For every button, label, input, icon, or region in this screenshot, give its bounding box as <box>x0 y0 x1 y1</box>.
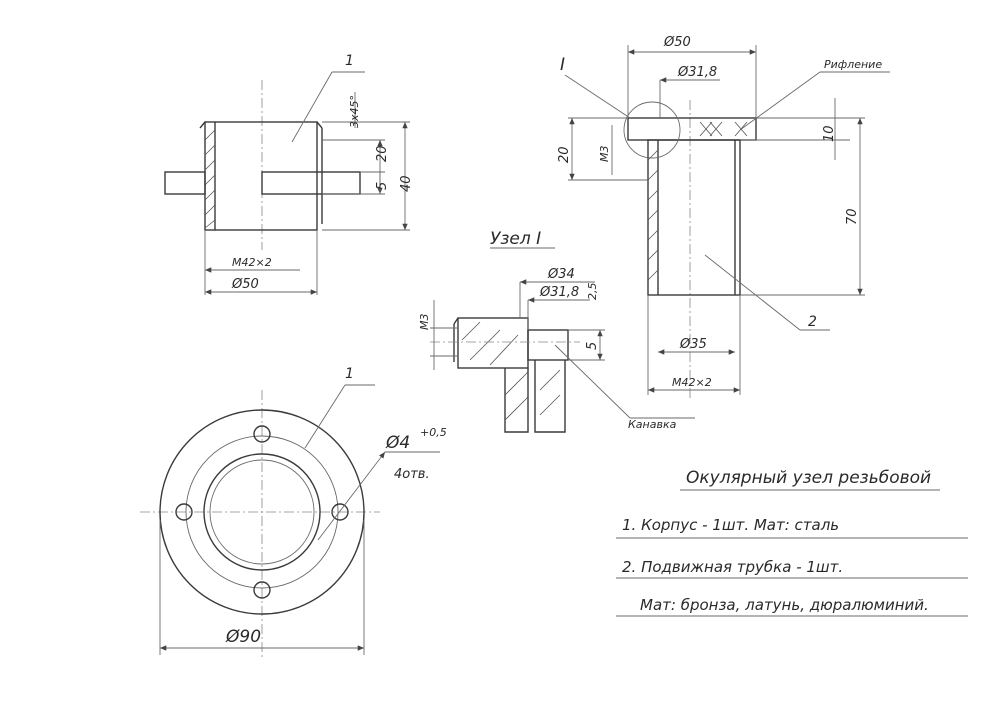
dim-m3-detail: M3 <box>418 314 431 331</box>
dim-chamfer: 3x45° <box>348 95 361 128</box>
dim-20: 20 <box>375 145 390 162</box>
spec-block: Окулярный узел резьбовой 1. Корпус - 1шт… <box>616 468 968 617</box>
spec-line-3: Мат: бронза, латунь, дюралюминий. <box>640 596 929 614</box>
right-section-view: I Ø50 Ø31,8 Рифление 10 70 20 M3 Ø35 M42… <box>557 35 890 400</box>
dim-m42-right: M42×2 <box>672 376 712 389</box>
dim-20-right: 20 <box>557 146 572 163</box>
part-label-2: 2 <box>808 314 817 330</box>
spec-line-1: 1. Корпус - 1шт. Мат: сталь <box>622 516 839 534</box>
dim-hole-d4: Ø4 <box>385 433 410 453</box>
detail-marker-I: I <box>560 55 565 75</box>
dim-70: 70 <box>845 208 860 225</box>
dim-d90: Ø90 <box>225 627 261 647</box>
dim-d34: Ø34 <box>547 267 575 282</box>
dim-m42-left: M42×2 <box>232 256 272 269</box>
dim-d50-left: Ø50 <box>231 277 259 292</box>
dim-d31-8-right: Ø31,8 <box>677 65 717 80</box>
top-left-section-view: 1 3x45° 20 40 5 M42×2 Ø50 <box>164 53 414 295</box>
spec-line-2: 2. Подвижная трубка - 1шт. <box>622 558 843 576</box>
dim-d31-8-detail: Ø31,8 <box>539 285 579 300</box>
dim-m3-right: M3 <box>598 146 611 163</box>
dim-d35: Ø35 <box>679 337 707 352</box>
detail-title: Узел I <box>490 229 541 249</box>
dim-40: 40 <box>399 175 414 192</box>
note-groove: Канавка <box>628 418 677 431</box>
dim-hole-count: 4отв. <box>394 467 430 482</box>
dim-d50-right: Ø50 <box>663 35 691 50</box>
dim-hole-tol: +0,5 <box>420 426 447 439</box>
bottom-plan-view: 1 Ø4 +0,5 4отв. Ø90 <box>140 366 447 660</box>
dim-10: 10 <box>822 125 837 142</box>
dim-5: 5 <box>375 182 390 190</box>
part-label-1-top: 1 <box>345 53 354 69</box>
drawing-title: Окулярный узел резьбовой <box>686 468 931 488</box>
dim-5-detail: 5 <box>585 342 600 350</box>
part-label-1-bottom: 1 <box>345 366 354 382</box>
dim-2-5: 2,5 <box>586 283 599 301</box>
detail-view: Узел I Ø34 Ø31,8 2,5 M3 5 Канавка <box>418 229 695 433</box>
note-knurling: Рифление <box>824 58 882 71</box>
